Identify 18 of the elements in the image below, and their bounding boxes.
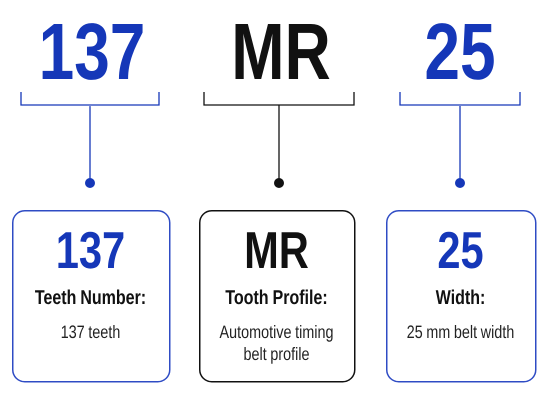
value-label: 25: [426, 23, 494, 80]
value-text: 25: [438, 232, 482, 268]
info-box: [12, 210, 170, 382]
heading-text: Tooth Profile:: [226, 290, 326, 304]
leader-line: [455, 106, 465, 188]
description-text: Automotive timing belt profile: [220, 324, 333, 364]
leader-line: [85, 106, 95, 188]
description-text: 25 mm belt width: [407, 324, 514, 338]
value-text: 137: [58, 232, 124, 269]
heading-text: Teeth Number:: [35, 290, 145, 304]
value-text: MR: [246, 232, 308, 268]
value-label: 137: [42, 23, 143, 80]
value-label: MR: [236, 24, 330, 79]
info-box: [199, 210, 356, 382]
description-text: 137 teeth: [62, 324, 120, 338]
info-box: [386, 210, 536, 382]
heading-text: Width:: [436, 290, 484, 304]
leader-line: [274, 105, 284, 188]
